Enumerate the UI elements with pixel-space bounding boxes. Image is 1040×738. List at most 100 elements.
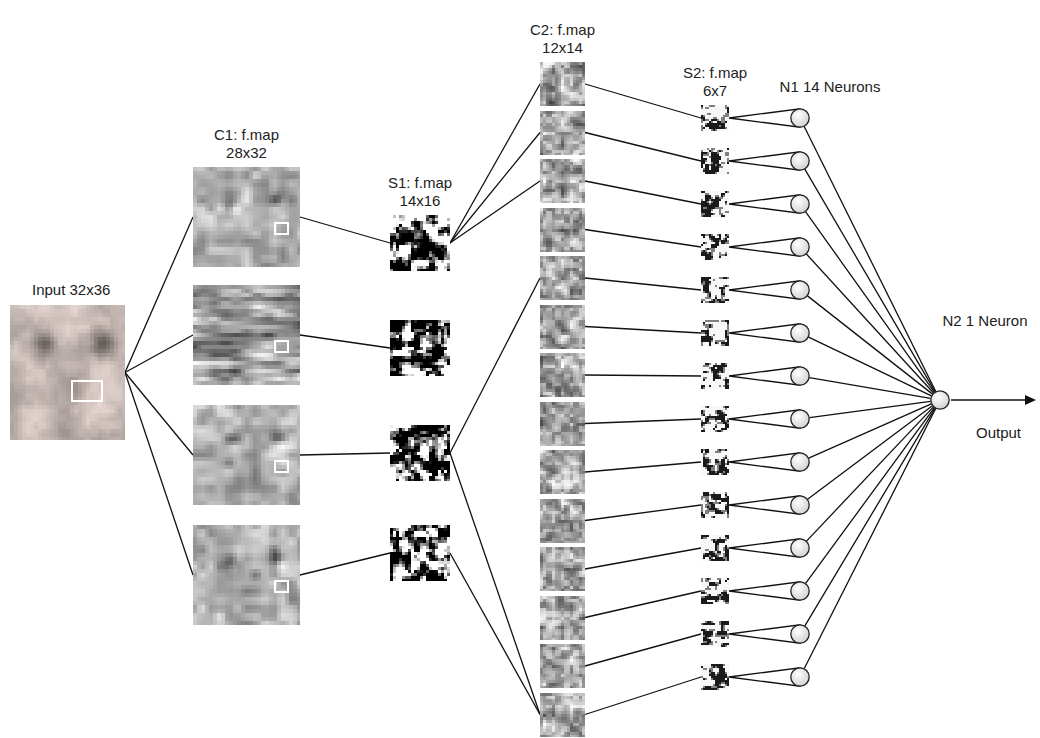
map-pixel xyxy=(82,321,86,325)
map-pixel xyxy=(50,341,54,345)
map-pixel xyxy=(221,247,225,251)
map-pixel xyxy=(46,341,50,345)
map-pixel xyxy=(229,321,233,325)
map-pixel xyxy=(213,293,217,297)
map-pixel xyxy=(14,437,18,440)
map-pixel xyxy=(205,297,209,301)
map-pixel xyxy=(193,293,197,297)
map-pixel xyxy=(193,263,197,267)
map-pixel xyxy=(38,305,42,309)
map-pixel xyxy=(54,429,58,433)
map-pixel xyxy=(293,179,297,183)
map-pixel xyxy=(257,179,261,183)
map-pixel xyxy=(265,195,269,199)
map-pixel xyxy=(201,309,205,313)
map-pixel xyxy=(102,341,106,345)
map-pixel xyxy=(10,361,14,365)
map-pixel xyxy=(22,385,26,389)
map-pixel xyxy=(50,361,54,365)
map-pixel xyxy=(281,179,285,183)
map-pixel xyxy=(265,227,269,231)
map-pixel xyxy=(38,357,42,361)
map-pixel xyxy=(265,243,269,247)
map-pixel xyxy=(261,251,265,255)
map-pixel xyxy=(289,301,293,305)
map-pixel xyxy=(110,421,114,425)
map-pixel xyxy=(229,255,233,259)
map-pixel xyxy=(114,357,118,361)
feature-map: C1: f.map 28x32 xyxy=(193,167,300,267)
map-pixel xyxy=(245,183,249,187)
map-pixel xyxy=(30,437,34,440)
map-pixel xyxy=(245,293,249,297)
map-pixel xyxy=(102,321,106,325)
connection-line xyxy=(585,591,701,618)
map-pixel xyxy=(261,227,265,231)
map-pixel xyxy=(257,293,261,297)
map-pixel xyxy=(54,305,58,309)
map-pixel xyxy=(245,175,249,179)
map-pixel xyxy=(30,421,34,425)
map-pixel xyxy=(14,337,18,341)
map-pixel xyxy=(114,425,118,429)
map-pixel xyxy=(66,305,70,309)
map-pixel xyxy=(257,317,261,321)
map-pixel xyxy=(289,247,293,251)
map-pixel xyxy=(14,417,18,421)
map-pixel xyxy=(297,239,300,243)
map-pixel xyxy=(257,223,261,227)
map-pixel xyxy=(26,409,30,413)
map-pixel xyxy=(213,321,217,325)
map-pixel xyxy=(265,175,269,179)
map-pixel xyxy=(42,333,46,337)
map-pixel xyxy=(86,373,90,377)
map-pixel xyxy=(42,361,46,365)
connection-line xyxy=(729,195,800,213)
map-pixel xyxy=(233,231,237,235)
map-pixel xyxy=(217,317,221,321)
map-pixel xyxy=(62,393,66,397)
map-pixel xyxy=(213,235,217,239)
map-pixel xyxy=(293,191,297,195)
map-pixel xyxy=(213,263,217,267)
map-pixel xyxy=(22,405,26,409)
map-pixel xyxy=(217,309,221,313)
map-pixel xyxy=(18,365,22,369)
map-pixel xyxy=(114,433,118,437)
map-pixel xyxy=(34,409,38,413)
map-pixel xyxy=(233,317,237,321)
map-pixel xyxy=(205,207,209,211)
map-pixel xyxy=(54,437,58,440)
map-pixel xyxy=(201,239,205,243)
map-pixel xyxy=(245,251,249,255)
map-pixel xyxy=(26,397,30,401)
map-pixel xyxy=(122,437,125,440)
map-pixel xyxy=(221,215,225,219)
map-pixel xyxy=(233,293,237,297)
map-pixel xyxy=(78,337,82,341)
map-pixel xyxy=(78,417,82,421)
map-pixel xyxy=(253,263,257,267)
map-pixel xyxy=(74,325,78,329)
map-pixel xyxy=(281,297,285,301)
map-pixel xyxy=(34,369,38,373)
map-pixel xyxy=(78,361,82,365)
map-pixel xyxy=(249,243,253,247)
map-pixel xyxy=(30,433,34,437)
map-pixel xyxy=(273,297,277,301)
map-pixel xyxy=(54,389,58,393)
map-pixel xyxy=(14,313,18,317)
map-pixel xyxy=(213,199,217,203)
map-pixel xyxy=(10,393,14,397)
map-pixel xyxy=(34,437,38,440)
map-pixel xyxy=(269,317,273,321)
map-pixel xyxy=(201,199,205,203)
map-pixel xyxy=(90,333,94,337)
map-pixel xyxy=(26,305,30,309)
map-pixel xyxy=(102,357,106,361)
map-pixel xyxy=(34,337,38,341)
map-pixel xyxy=(209,179,213,183)
map-pixel xyxy=(62,365,66,369)
map-pixel xyxy=(10,381,14,385)
map-pixel xyxy=(233,187,237,191)
